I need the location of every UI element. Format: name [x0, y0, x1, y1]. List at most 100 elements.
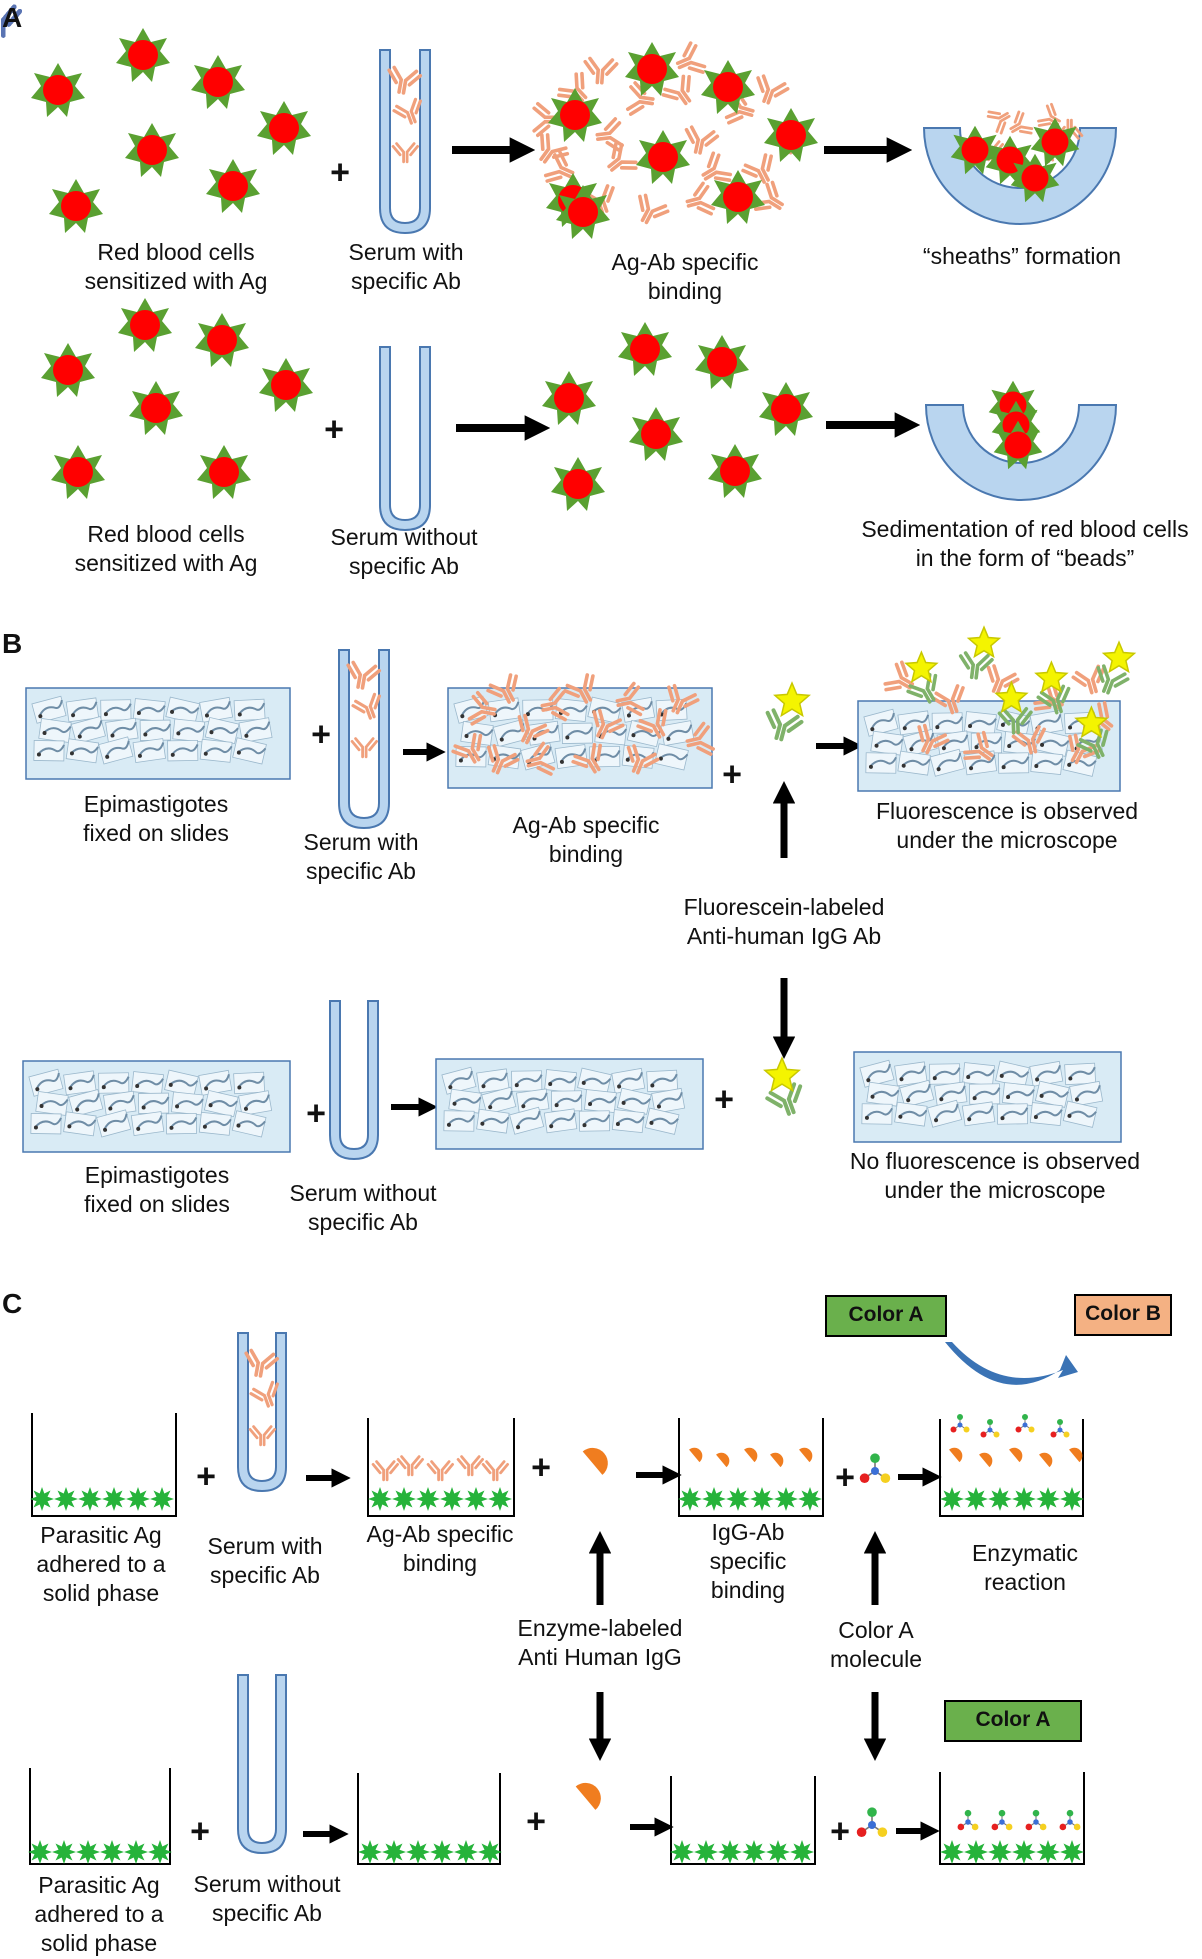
epimastigote-nucleus [170, 709, 175, 714]
epimastigote-icon [35, 1091, 69, 1116]
epimastigote-nucleus [175, 1104, 180, 1109]
well-icon [678, 1418, 824, 1517]
epimastigote-body [481, 1072, 508, 1087]
epimastigote-body [136, 1115, 163, 1130]
epimastigote-nucleus [38, 714, 43, 719]
epimastigote-body [874, 738, 904, 747]
epimastigote-icon [476, 1068, 510, 1094]
red-blood-cell-icon [551, 457, 605, 511]
panel-label-b: B [2, 628, 23, 659]
epimastigote-icon [137, 1092, 170, 1114]
antibody-icon [675, 41, 707, 74]
antibody-icon [638, 193, 670, 225]
epimastigote-nucleus [1000, 722, 1005, 727]
red-blood-cell-icon [125, 123, 179, 177]
antibody-chain [262, 1425, 273, 1447]
rbc-body [630, 334, 660, 364]
solid-phase-antigen-icon [454, 1840, 478, 1864]
epimastigote-icon [65, 738, 100, 764]
tube-icon [329, 1000, 379, 1161]
epimastigote-nucleus [559, 759, 564, 764]
antibody-chain [1045, 104, 1061, 123]
antibody-chain [1078, 737, 1101, 759]
star-icon [773, 681, 811, 718]
antibody-chain [765, 182, 784, 207]
epimastigote-nucleus [446, 1122, 451, 1127]
antibody-chain [1037, 122, 1052, 127]
antibody-icon [917, 723, 950, 755]
epimastigote-body [865, 1107, 893, 1119]
epimastigote-body [617, 1072, 643, 1088]
epimastigote-nucleus [136, 1126, 141, 1131]
antibody-chain [606, 186, 615, 203]
antibody-chain [1015, 706, 1029, 735]
antibody-chain [596, 708, 606, 738]
antibody-chain [1020, 710, 1033, 726]
antibody-chain [610, 160, 638, 172]
plus-sign: + [196, 1457, 216, 1496]
epimastigote-icon [865, 752, 897, 774]
epimastigote-card [33, 740, 65, 762]
tube-icon [379, 49, 431, 235]
epimastigote-icon [1035, 729, 1071, 757]
antibody-chain [661, 93, 679, 101]
enzyme-labeled-antibody-icon [582, 1447, 608, 1475]
star-icon [1074, 705, 1109, 739]
red-blood-cell-icon [195, 313, 249, 367]
antibody-chain [974, 653, 990, 680]
molecule-atom [965, 1819, 971, 1825]
epimastigote-icon [98, 1072, 130, 1094]
epimastigote-nucleus [69, 751, 74, 756]
antibody-icon [467, 690, 497, 726]
antibody-icon [661, 74, 692, 106]
antibody-chain [765, 710, 777, 730]
antibody-chain [407, 73, 423, 87]
epimastigote-nucleus [870, 1094, 875, 1099]
rbc-body [53, 355, 83, 385]
epimastigote-card [996, 1103, 1029, 1125]
antibody-chain [635, 752, 657, 775]
red-blood-cell-icon [618, 322, 672, 376]
epimastigote-icon [584, 1089, 617, 1114]
red-blood-cell-icon [191, 55, 245, 109]
molecule-icon [856, 1807, 888, 1837]
epimastigote-nucleus [548, 1082, 553, 1087]
epimastigote-nucleus [650, 1083, 655, 1088]
antibody-chain [686, 740, 715, 751]
rbc-body [707, 347, 737, 377]
epimastigote-icon [164, 1069, 199, 1097]
epimastigote-icon [866, 1081, 900, 1107]
antibody-chain [371, 1463, 382, 1475]
antibody-icon [346, 660, 382, 690]
epimastigote-icon [476, 1108, 510, 1134]
red-blood-cell-icon [542, 371, 596, 425]
molecule-atom [998, 1809, 1006, 1817]
epimastigote-card [654, 743, 689, 771]
epimastigote-card [931, 712, 963, 734]
molecule-icon [1025, 1809, 1047, 1831]
tube-icon [237, 1674, 287, 1855]
antibody-icon [684, 125, 720, 155]
epimastigote-icon [460, 721, 494, 746]
antibody-chain [655, 708, 666, 737]
enzyme-icon [799, 1447, 813, 1463]
epimastigote-body [588, 1096, 617, 1105]
epimastigote-body [1006, 1089, 1035, 1098]
epimastigote-body [898, 1109, 928, 1118]
antibody-icon [685, 181, 716, 216]
antibody-chain [596, 135, 624, 148]
epimastigote-card [611, 1109, 645, 1134]
antibody-icon [636, 708, 668, 739]
antibody-chain [475, 690, 489, 706]
antibody-chain [396, 1458, 407, 1470]
epimastigote-icon [448, 1088, 482, 1114]
antibody-chain [638, 718, 662, 739]
antibody-icon [595, 117, 624, 153]
epimastigote-icon [233, 1071, 266, 1095]
epimastigote-body [143, 723, 172, 736]
epimastigote-nucleus [464, 734, 469, 739]
